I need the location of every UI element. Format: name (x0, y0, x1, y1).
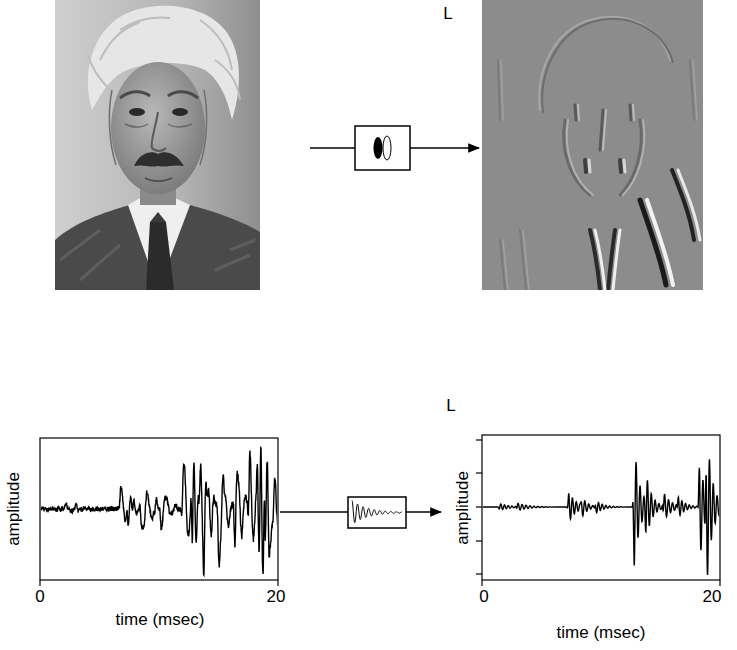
filtered-image (498, 60, 694, 290)
tick-label: 20 (267, 588, 286, 607)
filtered-image (595, 230, 620, 290)
tick-label: 0 (35, 588, 44, 607)
output-waveform-plot (476, 540, 482, 541)
output-waveform-plot (476, 439, 482, 440)
input-photo (150, 212, 166, 222)
input-photo (109, 90, 206, 165)
output-waveform-plot (476, 506, 482, 507)
input-waveform (41, 448, 277, 575)
output-waveform-plot (476, 440, 720, 586)
impulse-response (352, 501, 402, 523)
filtered-image (498, 17, 700, 290)
input-photo (129, 108, 145, 116)
filtered-image (589, 160, 625, 172)
output-waveform-plot (476, 573, 482, 574)
input-photo (146, 222, 174, 290)
filtered-image (578, 105, 634, 150)
input-waveform-plot (40, 438, 278, 586)
bandpass-filter-box (348, 497, 406, 528)
output-waveform-plot (476, 472, 482, 473)
input-waveform-plot (277, 580, 278, 586)
filtered-image (678, 170, 700, 240)
input-photo (55, 0, 260, 290)
axis-title: amplitude (454, 471, 473, 545)
axis-title: time (msec) (557, 624, 646, 643)
filtered-image (482, 0, 703, 290)
tick-label: 0 (479, 588, 488, 607)
input-photo (55, 205, 260, 290)
panel-letter: L (443, 5, 452, 24)
output-waveform-plot (481, 580, 482, 586)
input-photo (134, 152, 184, 166)
output-waveform-plot (719, 580, 720, 586)
filtered-image (542, 19, 673, 112)
bandpass-filter-box (348, 497, 406, 528)
output-waveform (483, 459, 719, 575)
input-photo (152, 112, 166, 151)
tick-label: 20 (703, 588, 722, 607)
output-waveform-plot (482, 435, 720, 580)
axis-title: time (msec) (116, 611, 205, 630)
input-waveform-plot (39, 580, 40, 586)
input-photo (55, 0, 260, 290)
axis-title: amplitude (5, 472, 24, 546)
oriented-filter-box (374, 137, 383, 159)
panel-letter: L (446, 397, 455, 416)
input-waveform-plot (40, 438, 278, 580)
filtered-image (647, 200, 673, 285)
filtered-image (567, 120, 645, 195)
input-photo (120, 92, 198, 98)
input-photo (128, 198, 190, 290)
input-photo (111, 62, 205, 194)
oriented-filter-box (383, 136, 391, 160)
filtered-image (501, 60, 697, 290)
input-photo (172, 108, 188, 116)
input-photo (145, 178, 172, 181)
input-photo (125, 124, 192, 127)
output-waveform-plot (476, 435, 720, 586)
oriented-filter-box (355, 126, 410, 170)
filtered-image (482, 0, 703, 290)
oriented-filter-box (355, 126, 410, 170)
